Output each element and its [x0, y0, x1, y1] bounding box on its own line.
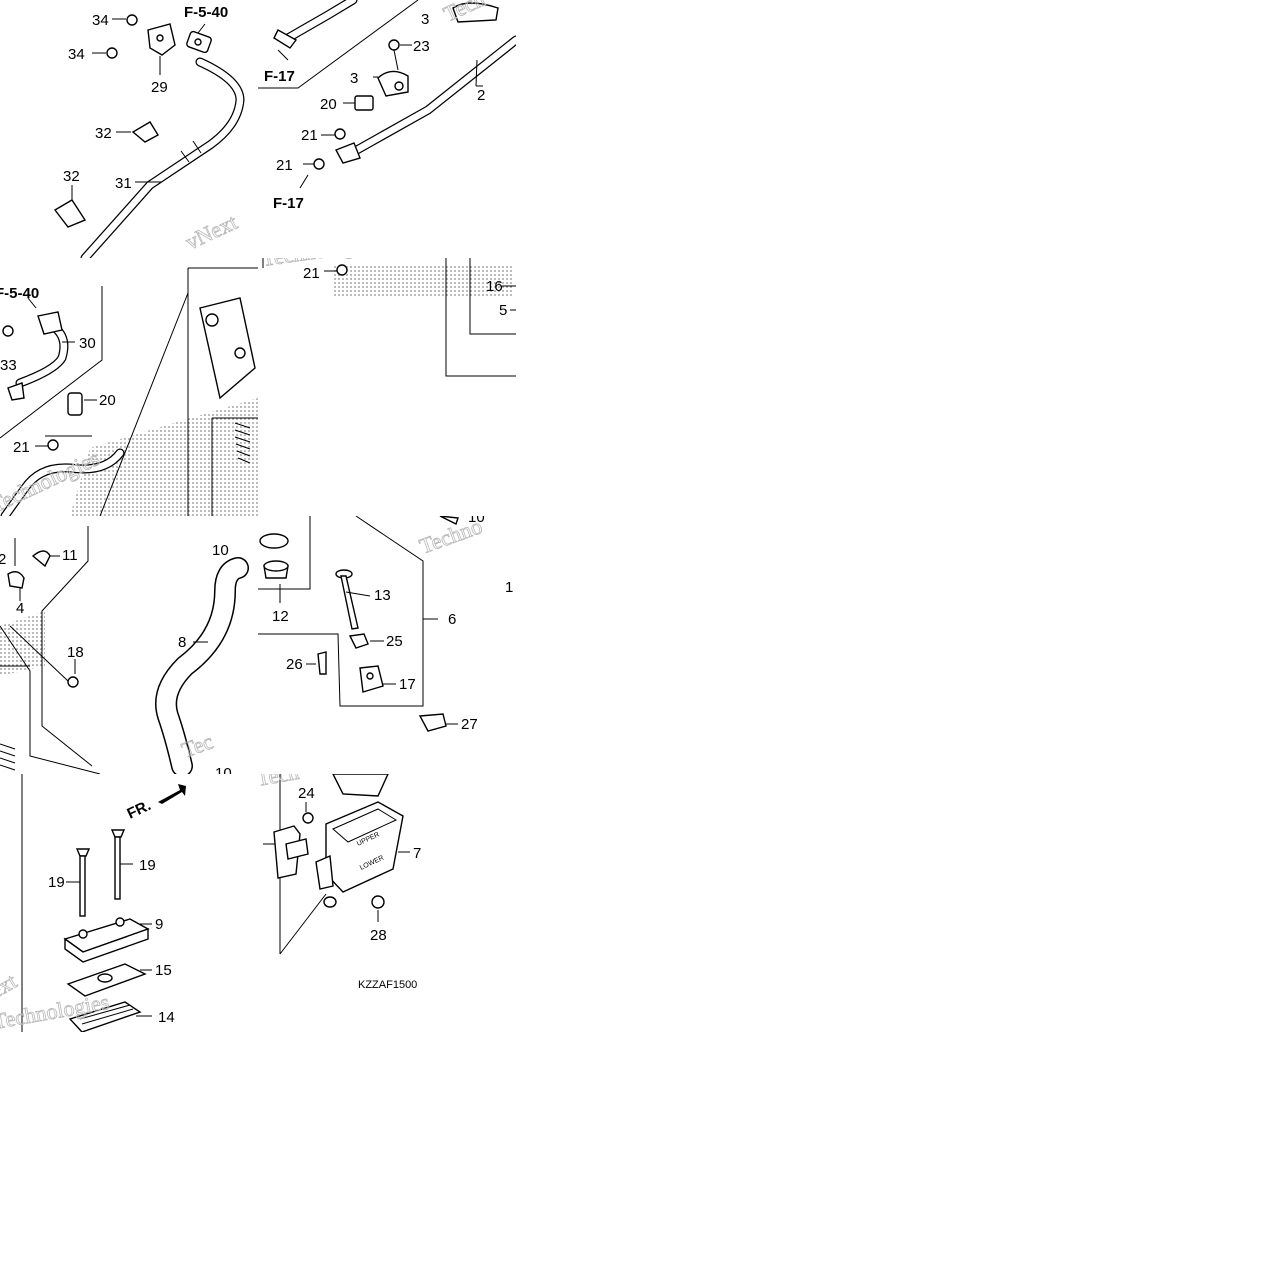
callout-21-b: 21: [276, 157, 293, 174]
ref-f-17-a: F-17: [264, 68, 295, 85]
ref-f-17-b: F-17: [273, 195, 304, 212]
callout-10-b: 10: [215, 765, 232, 774]
callout-23: 23: [413, 38, 430, 55]
callout-33: 33: [0, 357, 17, 374]
fr-direction-indicator: FR.: [125, 797, 154, 823]
callout-18: 18: [67, 644, 84, 661]
callout-15: 15: [155, 962, 172, 979]
callout-21: 21: [13, 439, 30, 456]
callout-10: 10: [212, 542, 229, 559]
diagram-tile-reservoir-body: UPPER LOWER 24 7 28 KZZAF1500 Tech: [258, 774, 516, 1032]
callout-12: 12: [272, 608, 289, 625]
callout-20: 20: [99, 392, 116, 409]
callout-24: 24: [298, 785, 315, 802]
callout-21: 21: [303, 265, 320, 282]
callout-8: 8: [178, 634, 186, 651]
diagram-tile-pushrod-assembly: 10 12 13 6 25 26 17 27 1 Techno: [258, 516, 516, 774]
callout-31: 31: [115, 175, 132, 192]
watermark-text: Techno: [416, 516, 485, 559]
callout-16: 16: [486, 278, 503, 295]
callout-4: 4: [16, 600, 24, 617]
ref-f-5-40: F-5-40: [184, 4, 228, 21]
diagram-tile-hose-and-cylinder-left: 33 30 20 21 F-5-40 Technologies: [0, 258, 258, 516]
ref-f-5-40: F-5-40: [0, 285, 39, 302]
watermark-text: ext: [0, 968, 21, 1003]
callout-34-a: 34: [92, 12, 109, 29]
callout-10: 10: [468, 516, 485, 526]
callout-2: 2: [477, 87, 485, 104]
callout-2: 2: [0, 551, 6, 568]
callout-7: 7: [413, 845, 421, 862]
watermark-text: Tech: [258, 774, 301, 791]
callout-13: 13: [374, 587, 391, 604]
callout-19-b: 19: [139, 857, 156, 874]
callout-3-b: 3: [421, 11, 429, 28]
diagram-tile-reservoir-cap: FR. 19 19 9 15 14 ext Technologies: [0, 774, 258, 1032]
callout-34-b: 34: [68, 46, 85, 63]
diagram-tile-brake-hose-upper-right: 23 3 3 20 21 21 2 F F-17 F-17 Tech: [258, 0, 516, 258]
callout-19-a: 19: [48, 874, 65, 891]
callout-1: 1: [505, 579, 513, 596]
callout-25: 25: [386, 633, 403, 650]
callout-32-a: 32: [95, 125, 112, 142]
callout-20: 20: [320, 96, 337, 113]
callout-3-a: 3: [350, 70, 358, 87]
callout-9: 9: [155, 916, 163, 933]
callout-26: 26: [286, 656, 303, 673]
callout-17: 17: [399, 676, 416, 693]
diagram-tile-brake-hose-upper-left: 34 34 29 32 32 31 F-5-40 vNext: [0, 0, 258, 258]
diagram-tile-reservoir-hose: 2 11 4 18 10 8 10 Tec: [0, 516, 258, 774]
callout-27: 27: [461, 716, 478, 733]
callout-30: 30: [79, 335, 96, 352]
callout-14: 14: [158, 1009, 175, 1026]
callout-32-b: 32: [63, 168, 80, 185]
diagram-tile-upper-label-area: 21 16 5 Technologies: [258, 258, 516, 516]
callout-28: 28: [370, 927, 387, 944]
diagram-code: KZZAF1500: [358, 979, 417, 991]
callout-29: 29: [151, 79, 168, 96]
callout-6: 6: [448, 611, 456, 628]
callout-21-a: 21: [301, 127, 318, 144]
callout-5: 5: [499, 302, 507, 319]
callout-11: 11: [62, 547, 78, 564]
watermark-text: vNext: [182, 209, 241, 254]
